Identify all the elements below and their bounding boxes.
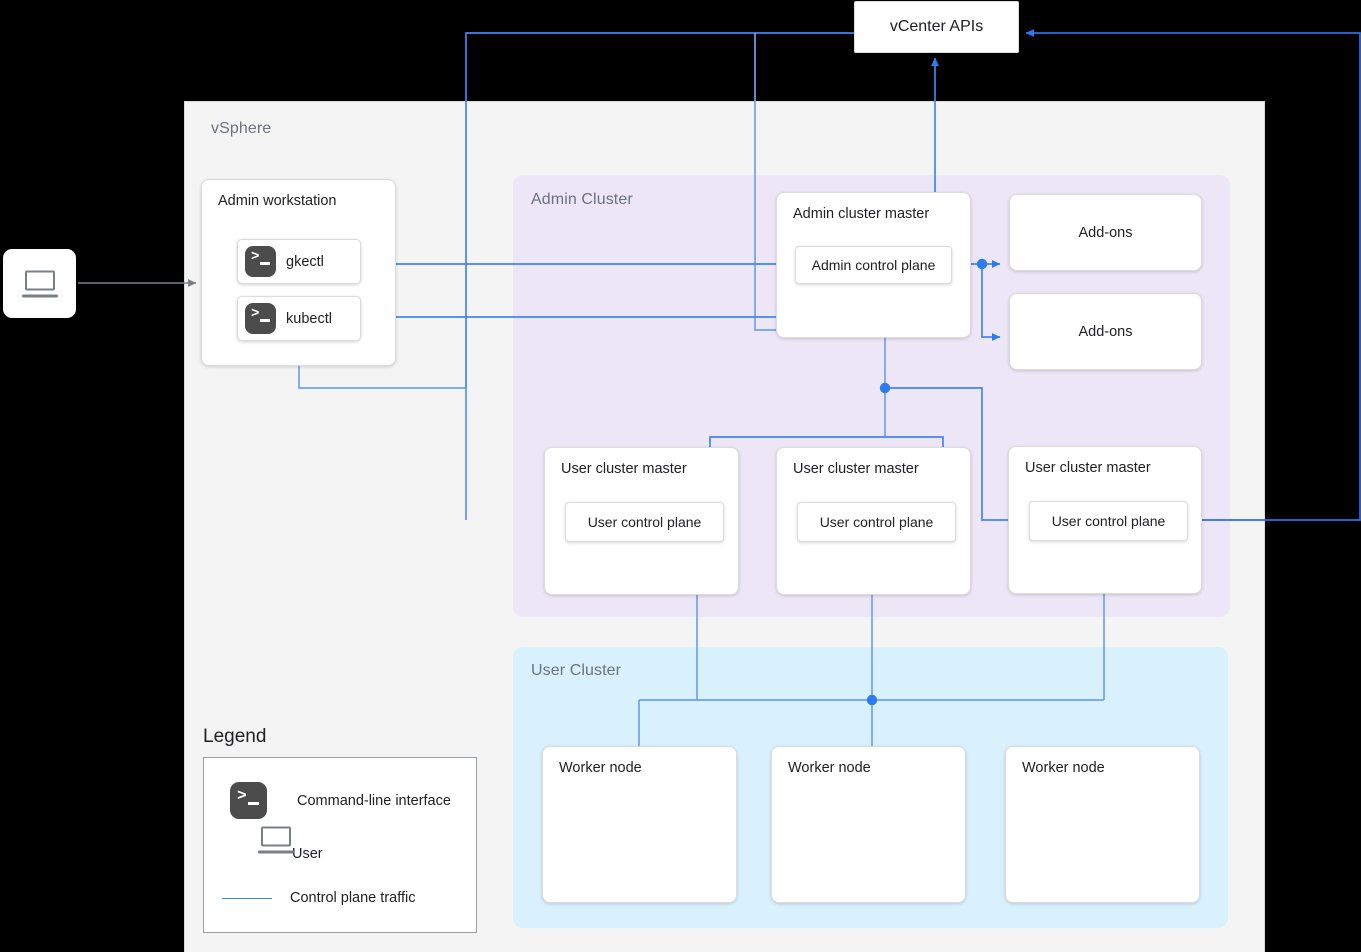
user-cluster-master-title: User cluster master (561, 461, 687, 477)
admin-workstation-title: Admin workstation (218, 193, 337, 209)
admin-cluster-label: Admin Cluster (531, 191, 633, 208)
addons-node-1[interactable]: Add-ons (1009, 194, 1202, 271)
legend-box: Command-line interface User Control plan… (203, 757, 477, 933)
laptop-icon (258, 826, 295, 854)
junction-dot (866, 694, 878, 706)
legend-title: Legend (203, 726, 267, 747)
user-control-plane-node-2[interactable]: User control plane (797, 502, 956, 542)
admin-control-plane-label: Admin control plane (811, 257, 936, 273)
gkectl-label: gkectl (286, 253, 324, 270)
addons-node-2[interactable]: Add-ons (1009, 293, 1202, 370)
user-control-plane-label: User control plane (1051, 513, 1166, 529)
vcenter-apis-label: vCenter APIs (889, 18, 984, 35)
legend-item-user: User (230, 826, 323, 867)
user-control-plane-node-1[interactable]: User control plane (565, 502, 724, 542)
user-cluster-master-title: User cluster master (793, 461, 919, 477)
worker-node-title: Worker node (1022, 760, 1105, 776)
addons-label: Add-ons (1078, 224, 1133, 241)
user-cluster-master-title: User cluster master (1025, 460, 1151, 476)
legend-item-cli: Command-line interface (230, 782, 451, 819)
worker-node-title: Worker node (788, 760, 871, 776)
gkectl-cli-chip[interactable]: gkectl (237, 239, 361, 284)
user-cluster-master-node-2[interactable]: User cluster master User control plane (776, 447, 971, 595)
junction-dot (879, 382, 891, 394)
addons-label: Add-ons (1078, 323, 1133, 340)
user-control-plane-label: User control plane (587, 514, 702, 530)
user-cluster-master-node-1[interactable]: User cluster master User control plane (544, 447, 739, 595)
line-swatch-icon (222, 897, 272, 899)
vsphere-label: vSphere (211, 120, 272, 137)
worker-node-title: Worker node (559, 760, 642, 776)
junction-dot (976, 258, 988, 270)
vcenter-apis-node[interactable]: vCenter APIs (854, 1, 1019, 53)
kubectl-cli-chip[interactable]: kubectl (237, 296, 361, 341)
user-node[interactable] (3, 249, 76, 318)
terminal-icon (245, 246, 276, 277)
admin-cluster-master-title: Admin cluster master (793, 206, 930, 222)
user-control-plane-node-3[interactable]: User control plane (1029, 501, 1188, 541)
legend-item-control-plane-traffic: Control plane traffic (222, 890, 415, 906)
admin-control-plane-node[interactable]: Admin control plane (795, 246, 952, 284)
terminal-icon (230, 782, 267, 819)
legend-item-label: Command-line interface (297, 792, 451, 809)
terminal-icon (245, 303, 276, 334)
kubectl-label: kubectl (286, 310, 332, 327)
worker-node-3[interactable]: Worker node (1005, 746, 1200, 903)
legend-item-label: Control plane traffic (290, 890, 416, 906)
worker-node-2[interactable]: Worker node (771, 746, 966, 903)
user-control-plane-label: User control plane (819, 514, 934, 530)
laptop-icon (21, 270, 58, 297)
user-cluster-label: User Cluster (531, 662, 622, 679)
legend-item-label: User (292, 845, 323, 862)
user-cluster-master-node-3[interactable]: User cluster master User control plane (1008, 446, 1202, 594)
worker-node-1[interactable]: Worker node (542, 746, 737, 903)
